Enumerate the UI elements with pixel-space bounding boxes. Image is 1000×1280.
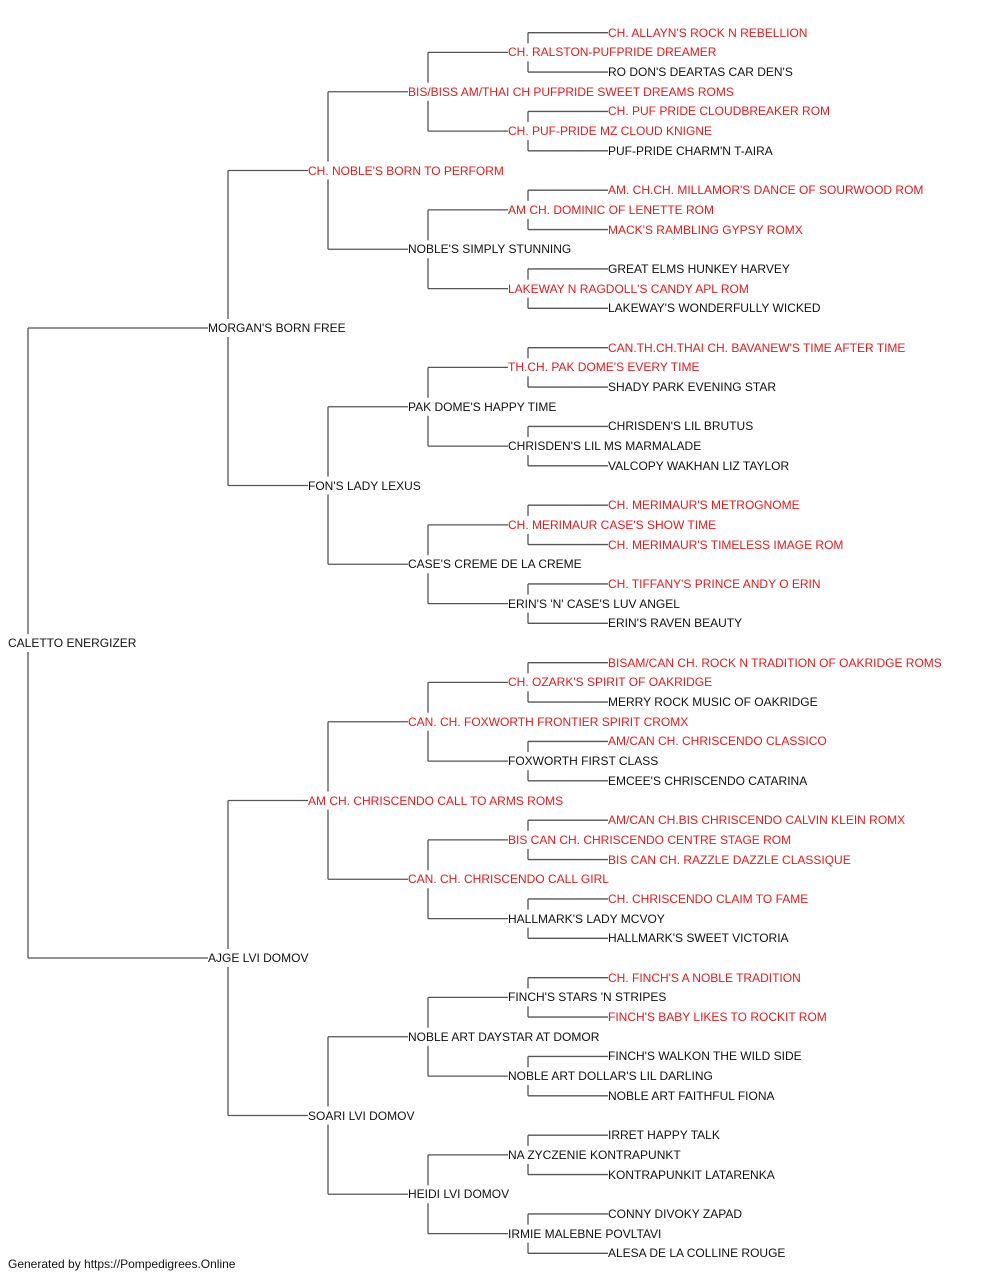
pedigree-entry-dam.dam.sire.dam.dam: NOBLE ART FAITHFUL FIONA <box>608 1088 775 1103</box>
pedigree-entry-dam.dam.sire.sire: FINCH'S STARS 'N STRIPES <box>508 990 667 1005</box>
pedigree-entry-sire.sire.sire.sire: CH. RALSTON-PUFPRIDE DREAMER <box>508 45 717 60</box>
pedigree-entry-sire.dam.dam.sire.sire: CH. MERIMAUR'S METROGNOME <box>608 498 800 513</box>
pedigree-entry-sire.sire.sire.dam.sire: CH. PUF PRIDE CLOUDBREAKER ROM <box>608 104 831 119</box>
pedigree-entry-dam.sire.sire: CAN. CH. FOXWORTH FRONTIER SPIRIT CROMX <box>408 714 689 729</box>
pedigree-entry-sire: MORGAN'S BORN FREE <box>208 321 346 335</box>
pedigree-entry-sire.dam.sire: PAK DOME'S HAPPY TIME <box>408 399 557 414</box>
pedigree-entry-sire.sire.dam.dam.sire: GREAT ELMS HUNKEY HARVEY <box>608 261 790 276</box>
pedigree-entry-subject: CALETTO ENERGIZER <box>8 636 137 650</box>
pedigree-entry-sire.sire.dam.sire.sire: AM. CH.CH. MILLAMOR'S DANCE OF SOURWOOD … <box>608 183 924 198</box>
pedigree-entry-dam.sire.dam.sire: BIS CAN CH. CHRISCENDO CENTRE STAGE ROM <box>508 832 792 847</box>
pedigree-entry-sire.dam: FON'S LADY LEXUS <box>308 478 421 493</box>
pedigree-entry-dam.sire.sire.sire.sire: BISAM/CAN CH. ROCK N TRADITION OF OAKRID… <box>608 655 942 670</box>
pedigree-entry-sire.sire.dam: NOBLE'S SIMPLY STUNNING <box>408 242 572 257</box>
pedigree-entry-dam.sire.sire.dam: FOXWORTH FIRST CLASS <box>508 754 659 769</box>
pedigree-entry-dam: AJGE LVI DOMOV <box>208 951 309 965</box>
pedigree-entry-dam.dam.dam.sire.dam: KONTRAPUNKIT LATARENKA <box>608 1167 775 1182</box>
pedigree-entry-dam.dam.dam.sire: NA ZYCZENIE KONTRAPUNKT <box>508 1147 681 1162</box>
pedigree-entry-dam.sire.dam.dam.sire: CH. CHRISCENDO CLAIM TO FAME <box>608 891 809 906</box>
pedigree-entry-dam.dam.dam.dam.sire: CONNY DIVOKY ZAPAD <box>608 1206 743 1221</box>
pedigree-entry-sire.sire.sire.sire.sire: CH. ALLAYN'S ROCK N REBELLION <box>608 25 808 40</box>
pedigree-entry-sire.sire.dam.dam: LAKEWAY N RAGDOLL'S CANDY APL ROM <box>508 281 749 296</box>
pedigree-entry-sire.dam.dam: CASE'S CREME DE LA CREME <box>408 557 582 572</box>
pedigree-entry-dam.dam.sire.sire.sire: CH. FINCH'S A NOBLE TRADITION <box>608 970 801 985</box>
pedigree-entry-dam.dam.sire.dam: NOBLE ART DOLLAR'S LIL DARLING <box>508 1069 713 1084</box>
pedigree-entry-dam.sire.dam.sire.dam: BIS CAN CH. RAZZLE DAZZLE CLASSIQUE <box>608 852 851 867</box>
pedigree-entry-sire.sire.dam.sire: AM CH. DOMINIC OF LENETTE ROM <box>508 202 715 217</box>
pedigree-entry-sire.dam.sire.dam: CHRISDEN'S LIL MS MARMALADE <box>508 439 702 454</box>
generated-by-footer: Generated by https://Pompedigrees.Online <box>8 1257 236 1271</box>
pedigree-entry-dam.sire.sire.dam.dam: EMCEE'S CHRISCENDO CATARINA <box>608 773 808 788</box>
pedigree-entry-dam.dam.sire: NOBLE ART DAYSTAR AT DOMOR <box>408 1029 600 1044</box>
pedigree-entry-dam.dam.dam.dam: IRMIE MALEBNE POVLTAVI <box>508 1226 662 1241</box>
pedigree-entry-sire.dam.sire.sire.dam: SHADY PARK EVENING STAR <box>608 380 777 395</box>
pedigree-entry-sire.dam.dam.dam: ERIN'S 'N' CASE'S LUV ANGEL <box>508 596 680 611</box>
pedigree-entry-dam.dam: SOARI LVI DOMOV <box>308 1108 415 1123</box>
pedigree-entry-dam.dam.dam.dam.dam: ALESA DE LA COLLINE ROUGE <box>608 1246 786 1261</box>
pedigree-entry-sire.sire.sire.dam: CH. PUF-PRIDE MZ CLOUD KNIGNE <box>508 124 713 139</box>
pedigree-entry-dam.sire.dam.dam: HALLMARK'S LADY MCVOY <box>508 911 665 926</box>
pedigree-entry-dam.sire: AM CH. CHRISCENDO CALL TO ARMS ROMS <box>308 793 564 808</box>
pedigree-entry-sire.dam.dam.sire.dam: CH. MERIMAUR'S TIMELESS IMAGE ROM <box>608 537 844 552</box>
pedigree-entry-dam.dam.dam.sire.sire: IRRET HAPPY TALK <box>608 1128 720 1143</box>
pedigree-entry-dam.sire.sire.dam.sire: AM/CAN CH. CHRISCENDO CLASSICO <box>608 734 827 749</box>
pedigree-entry-sire.dam.sire.sire: TH.CH. PAK DOME'S EVERY TIME <box>508 360 700 375</box>
pedigree-entry-sire.sire: CH. NOBLE'S BORN TO PERFORM <box>308 163 504 178</box>
pedigree-entry-sire.dam.dam.dam.sire: CH. TIFFANY'S PRINCE ANDY O ERIN <box>608 576 821 591</box>
pedigree-entry-sire.dam.sire.dam.sire: CHRISDEN'S LIL BRUTUS <box>608 419 754 434</box>
pedigree-entry-sire.dam.sire.sire.sire: CAN.TH.CH.THAI CH. BAVANEW'S TIME AFTER … <box>608 340 906 355</box>
pedigree-entry-sire.sire.sire.sire.dam: RO DON'S DEARTAS CAR DEN'S <box>608 65 793 80</box>
pedigree-entry-sire.dam.sire.dam.dam: VALCOPY WAKHAN LIZ TAYLOR <box>608 458 790 473</box>
pedigree-entry-sire.sire.dam.dam.dam: LAKEWAY'S WONDERFULLY WICKED <box>608 301 821 316</box>
pedigree-entry-sire.sire.dam.sire.dam: MACK'S RAMBLING GYPSY ROMX <box>608 222 803 237</box>
pedigree-entry-dam.sire.dam: CAN. CH. CHRISCENDO CALL GIRL <box>408 872 609 887</box>
pedigree-entry-dam.sire.dam.sire.sire: AM/CAN CH.BIS CHRISCENDO CALVIN KLEIN RO… <box>608 813 906 828</box>
pedigree-entry-sire.dam.dam.dam.dam: ERIN'S RAVEN BEAUTY <box>608 616 743 631</box>
pedigree-entry-sire.dam.dam.sire: CH. MERIMAUR CASE'S SHOW TIME <box>508 517 717 532</box>
pedigree-entry-sire.sire.sire: BIS/BISS AM/THAI CH PUFPRIDE SWEET DREAM… <box>408 84 734 99</box>
pedigree-entry-dam.dam.dam: HEIDI LVI DOMOV <box>408 1187 510 1202</box>
pedigree-entry-dam.sire.dam.dam.dam: HALLMARK'S SWEET VICTORIA <box>608 931 789 946</box>
pedigree-entry-dam.sire.sire.sire: CH. OZARK'S SPIRIT OF OAKRIDGE <box>508 675 713 690</box>
pedigree-entry-dam.sire.sire.sire.dam: MERRY ROCK MUSIC OF OAKRIDGE <box>608 695 818 710</box>
pedigree-entry-sire.sire.sire.dam.dam: PUF-PRIDE CHARM'N T-AIRA <box>608 143 773 158</box>
pedigree-entry-dam.dam.sire.sire.dam: FINCH'S BABY LIKES TO ROCKIT ROM <box>608 1010 827 1025</box>
pedigree-entry-dam.dam.sire.dam.sire: FINCH'S WALKON THE WILD SIDE <box>608 1049 802 1064</box>
